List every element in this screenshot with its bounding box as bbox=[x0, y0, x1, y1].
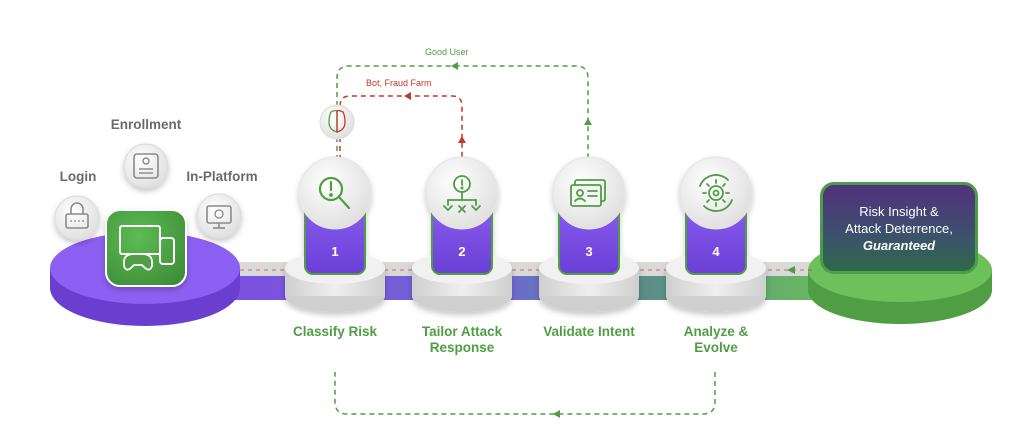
source-label-in-platform: In-Platform bbox=[186, 169, 258, 184]
step-station-4 bbox=[666, 156, 766, 312]
outcome-box: Risk Insight & Attack Deterrence, Guaran… bbox=[820, 182, 978, 274]
step-label-3: Validate Intent bbox=[543, 324, 635, 339]
devices-icon bbox=[105, 209, 187, 287]
outcome-line-3: Guaranteed bbox=[862, 237, 936, 253]
step-station-1 bbox=[285, 156, 385, 312]
decision-tree-icon bbox=[443, 175, 481, 213]
source-label-login: Login bbox=[59, 169, 97, 184]
step-label-4: Analyze & Evolve bbox=[656, 324, 776, 356]
step-number-1: 1 bbox=[331, 244, 339, 259]
feedback-loop bbox=[334, 372, 716, 415]
good-user-path bbox=[336, 65, 589, 172]
magnifier-alert-icon bbox=[318, 176, 351, 210]
feedback-arrow bbox=[553, 410, 560, 418]
good-user-arrow-2 bbox=[584, 118, 592, 125]
step-label-2-line1: Tailor Attack bbox=[421, 324, 503, 339]
flow-label-bot-fraud-farm: Bot, Fraud Farm bbox=[366, 78, 432, 88]
source-label-enrollment: Enrollment bbox=[110, 117, 182, 132]
step-number-4: 4 bbox=[712, 244, 720, 259]
step-station-2 bbox=[412, 156, 512, 312]
gear-cycle-icon bbox=[699, 174, 733, 212]
step-label-2: Tailor Attack Response bbox=[402, 324, 522, 356]
step-label-1: Classify Risk bbox=[292, 324, 378, 339]
step-label-4-line1: Analyze & bbox=[683, 324, 749, 339]
bot-arrow-2 bbox=[458, 136, 466, 143]
enrollment-icon bbox=[123, 143, 169, 189]
login-icon bbox=[54, 195, 100, 241]
good-user-arrow-1 bbox=[451, 62, 458, 70]
id-card-icon bbox=[570, 179, 606, 207]
bot-mask-icon bbox=[319, 104, 355, 140]
step-number-2: 2 bbox=[458, 244, 466, 259]
bot-path bbox=[339, 95, 463, 162]
in-platform-icon bbox=[196, 193, 242, 239]
bot-arrow-1 bbox=[404, 92, 411, 100]
track-arrow bbox=[787, 266, 795, 274]
outcome-line-2: Attack Deterrence, bbox=[845, 220, 953, 236]
step-label-2-line2: Response bbox=[429, 340, 495, 355]
left-platform bbox=[50, 232, 240, 326]
step-number-3: 3 bbox=[585, 244, 593, 259]
outcome-line-1: Risk Insight & bbox=[859, 203, 939, 219]
flow-label-good-user: Good User bbox=[425, 47, 469, 57]
step-label-4-line2: Evolve bbox=[694, 340, 738, 355]
